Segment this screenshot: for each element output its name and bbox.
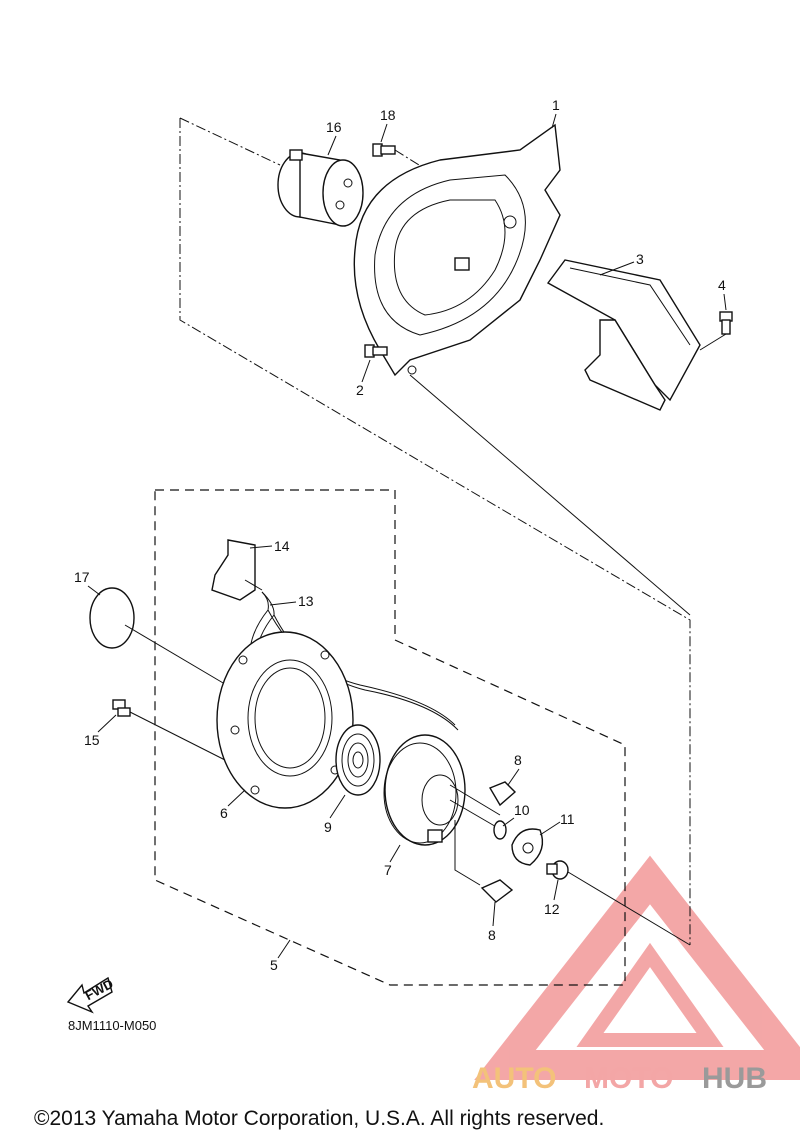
watermark-moto: MOTO xyxy=(584,1062,673,1095)
callout-8-upper: 8 xyxy=(514,752,522,768)
fwd-arrow-icon: FWD xyxy=(66,976,116,1014)
guard-part-3 xyxy=(546,259,701,411)
callout-18: 18 xyxy=(380,107,396,123)
screw-part-12 xyxy=(546,860,569,880)
leader-12 xyxy=(567,871,691,946)
copyright-text: ©2013 Yamaha Motor Corporation, U.S.A. A… xyxy=(34,1107,604,1130)
spiral-spring-part-9 xyxy=(335,724,381,796)
watermark-logo-triangle xyxy=(474,855,800,1080)
leader-4 xyxy=(699,333,727,351)
upper-boundary-line xyxy=(179,117,691,945)
callout-16: 16 xyxy=(326,119,342,135)
leader-15 xyxy=(129,711,226,761)
callout-1: 1 xyxy=(552,97,560,113)
bolt-part-2 xyxy=(364,344,388,358)
starter-handle-part-14 xyxy=(211,539,263,601)
fan-housing-part-1 xyxy=(353,123,561,377)
leader-housing-to-case xyxy=(409,374,691,616)
callout-12: 12 xyxy=(544,901,560,917)
callout-9: 9 xyxy=(324,819,332,835)
bolt-part-15 xyxy=(112,699,131,717)
callout-10: 10 xyxy=(514,802,530,818)
pawl-part-8-lower xyxy=(480,879,514,903)
bolt-part-18 xyxy=(372,143,396,157)
callout-15: 15 xyxy=(84,732,100,748)
callout-17: 17 xyxy=(74,569,90,585)
callout-3: 3 xyxy=(636,251,644,267)
callout-14: 14 xyxy=(274,538,290,554)
callout-6: 6 xyxy=(220,805,228,821)
pawl-part-8-upper xyxy=(488,781,517,807)
starter-cup-part-16 xyxy=(277,149,364,227)
callout-4: 4 xyxy=(718,277,726,293)
callout-5: 5 xyxy=(270,957,278,973)
drawing-code: 8JM1110-M050 xyxy=(68,1018,156,1033)
callout-8-lower: 8 xyxy=(488,927,496,943)
bolt-part-4 xyxy=(719,311,733,335)
callout-13: 13 xyxy=(298,593,314,609)
callout-2: 2 xyxy=(356,382,364,398)
leader-17 xyxy=(124,624,236,691)
watermark-text: AUTO MOTO HUB xyxy=(472,1062,767,1095)
watermark-hub: HUB xyxy=(702,1062,767,1095)
callout-7: 7 xyxy=(384,862,392,878)
pulley-part-7 xyxy=(383,734,466,846)
starter-case-part-6 xyxy=(216,631,354,809)
watermark-auto: AUTO xyxy=(472,1062,556,1095)
callout-11: 11 xyxy=(560,811,575,827)
callouts: 1 2 3 4 5 6 7 8 8 9 10 11 12 13 14 15 16… xyxy=(74,97,727,973)
seal-part-17 xyxy=(89,587,135,649)
spring-part-10 xyxy=(493,820,507,840)
friction-plate-part-11 xyxy=(511,828,544,866)
